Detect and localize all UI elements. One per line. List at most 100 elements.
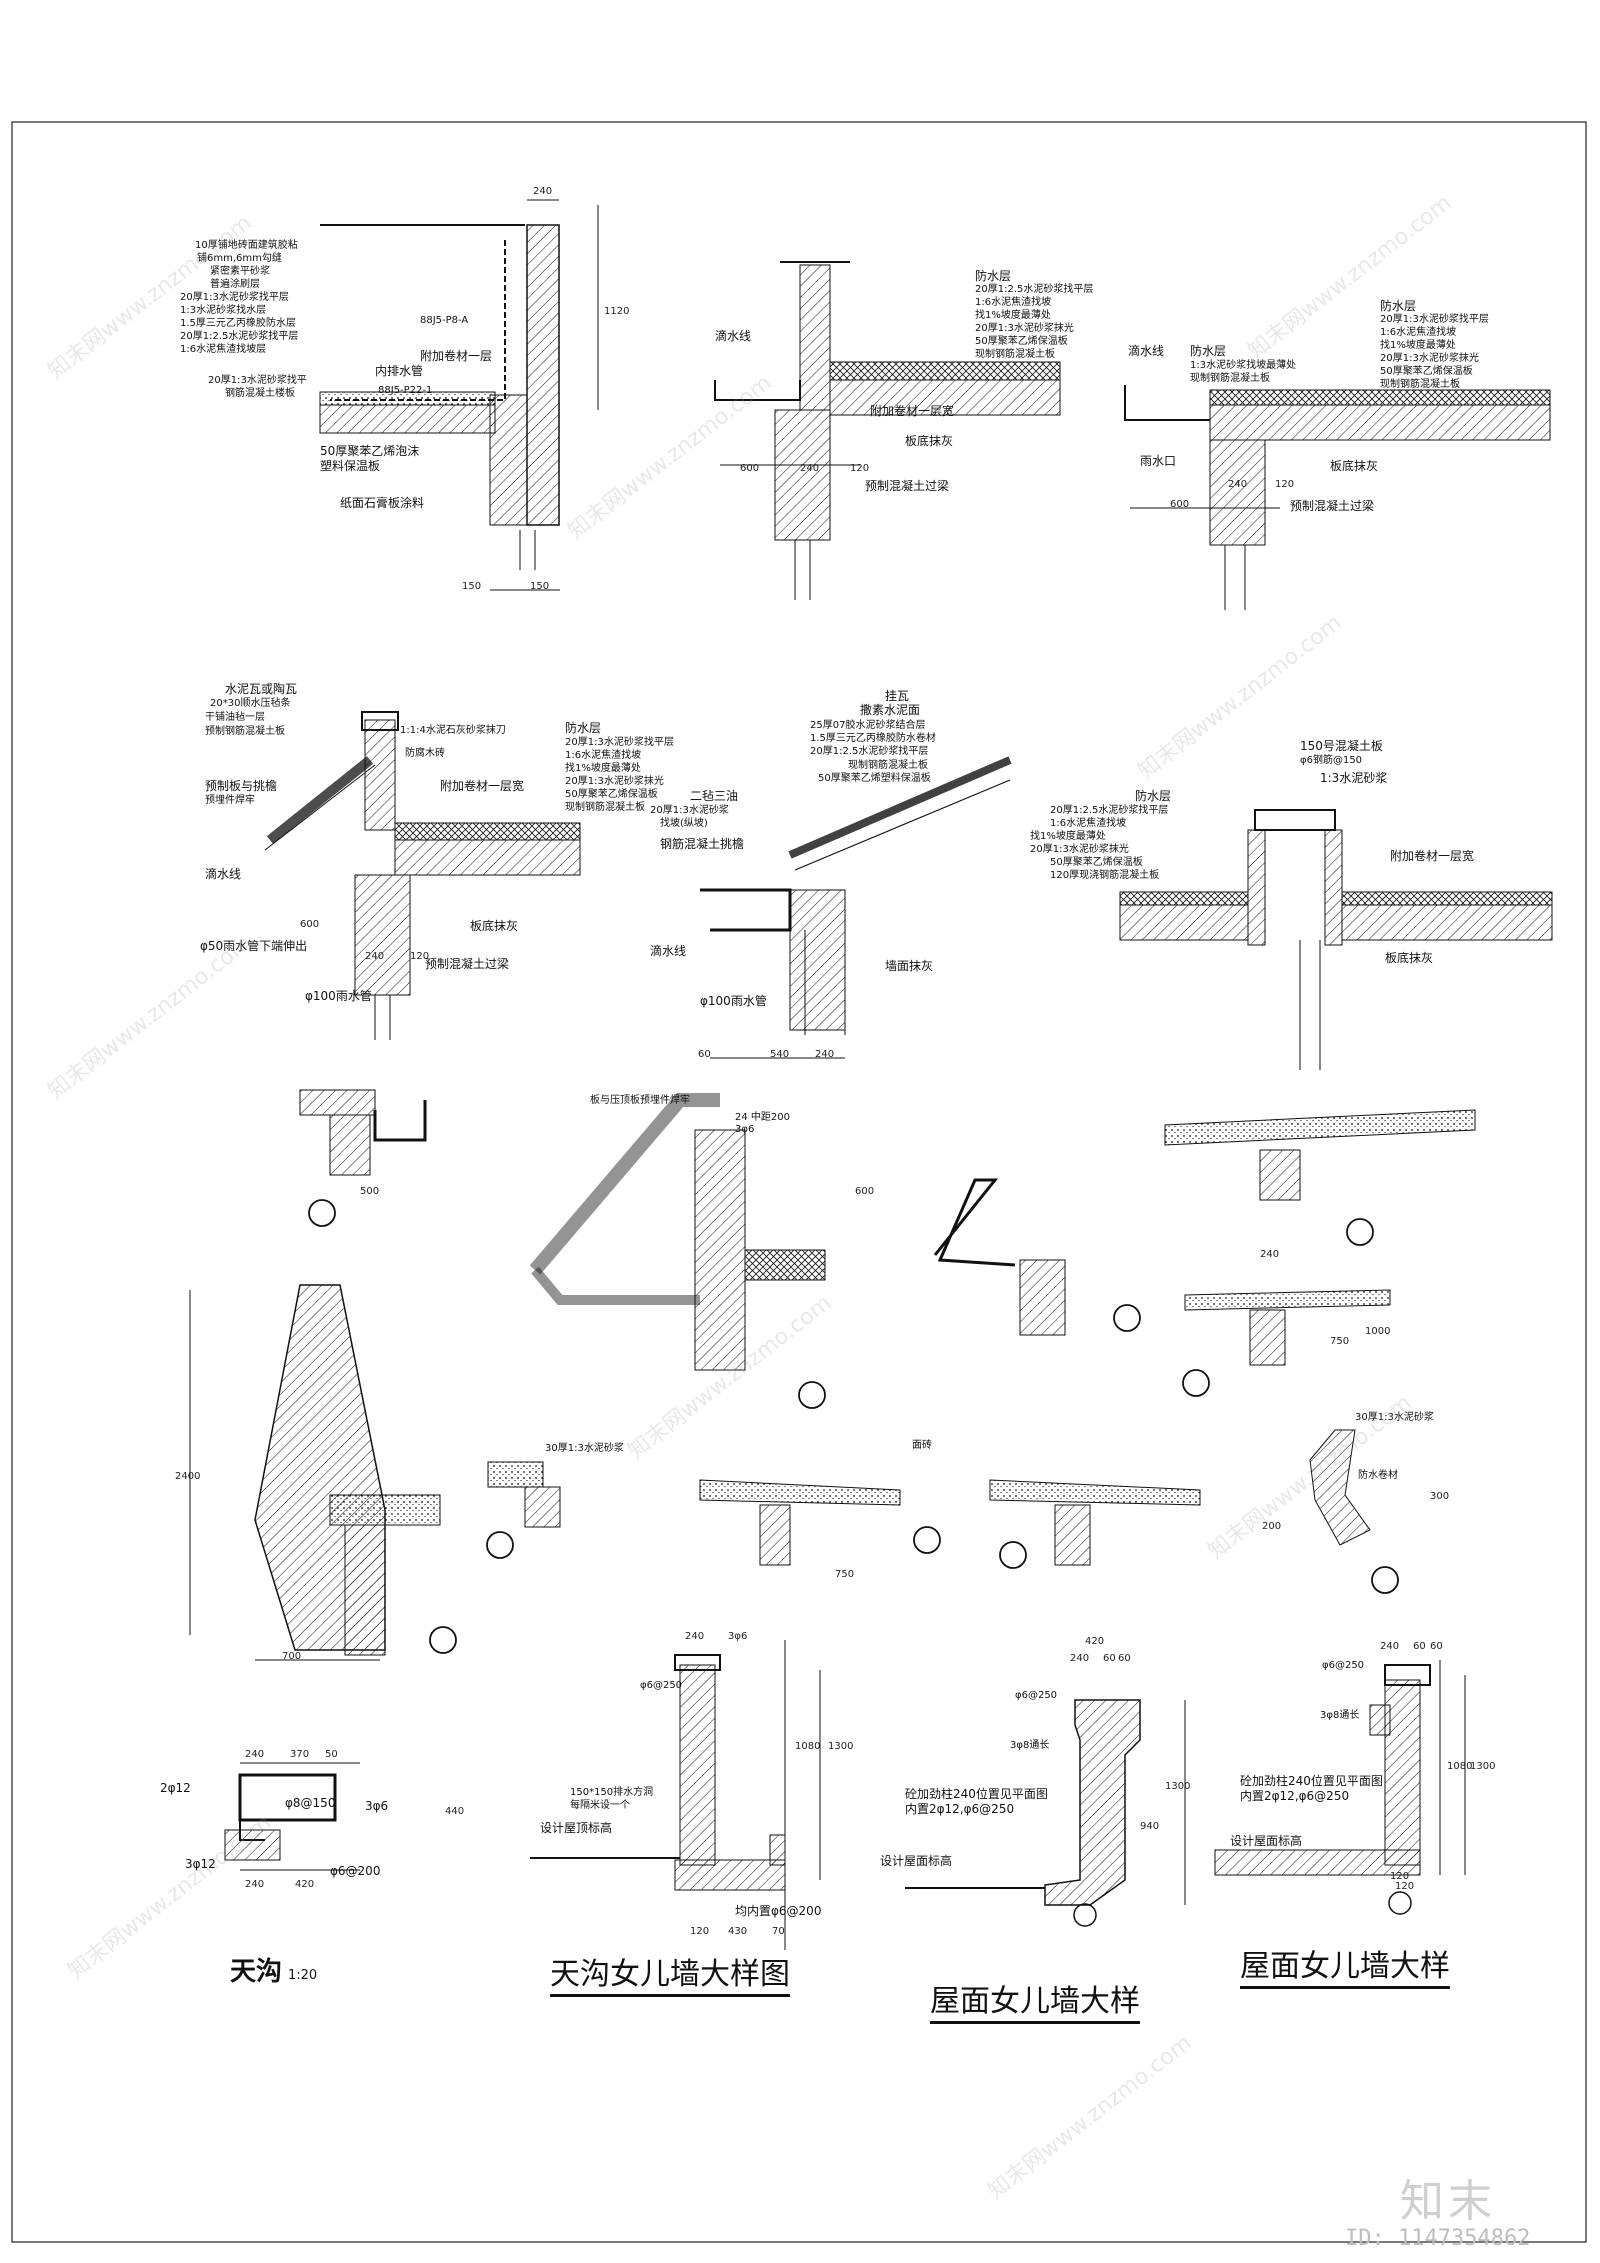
label: 1:3水泥砂浆找坡最薄处 xyxy=(1190,360,1297,371)
label: 20厚1:3水泥砂浆找平层 xyxy=(565,737,674,748)
dimension: 240 xyxy=(533,186,553,197)
label: 附加卷材一层宽 xyxy=(1390,849,1475,863)
label: 内置2φ12,φ6@250 xyxy=(905,1802,1015,1816)
detail-4-sloped-eave xyxy=(264,711,581,1040)
title-gutter-parapet: 天沟女儿墙大样图 xyxy=(550,1958,790,1997)
dimension: 600 xyxy=(855,1186,875,1197)
label: 找1%坡度最薄处 xyxy=(565,763,641,774)
dimension: 50 xyxy=(325,1749,338,1760)
label: 预制混凝土过梁 xyxy=(425,957,510,971)
label: 30厚1:3水泥砂浆 xyxy=(1355,1412,1434,1423)
dimension: 240 xyxy=(1228,479,1248,490)
label: 3φ8通长 xyxy=(1010,1740,1050,1751)
label: 干铺油毡一层 xyxy=(205,712,265,723)
label: 20厚1:3水泥砂浆 xyxy=(650,805,729,816)
label: 防水层 xyxy=(975,269,1012,283)
title-roof-parapet-1: 屋面女儿墙大样 xyxy=(930,1985,1140,2024)
dimension: 540 xyxy=(770,1049,790,1060)
label: 1:6水泥焦渣找坡 xyxy=(565,750,642,761)
label: 防水层 xyxy=(565,721,602,735)
dimension: 430 xyxy=(728,1926,748,1937)
dimension: 240 xyxy=(1260,1249,1280,1260)
dimension: 120 xyxy=(410,951,430,962)
label: 设计屋面标高 xyxy=(880,1854,953,1868)
detail-mid-gutter-small-1 xyxy=(299,1089,427,1227)
label: 20厚1:3水泥砂浆抹光 xyxy=(975,323,1074,334)
dimension: 600 xyxy=(300,919,320,930)
dimension: 1300 xyxy=(828,1741,854,1752)
dimension: 240 xyxy=(800,463,820,474)
label: 现制钢筋混凝土板 xyxy=(565,802,645,813)
label: 20*30顺水压毡条 xyxy=(210,698,291,709)
label: 滴水线 xyxy=(715,329,752,343)
dimension: 3φ6 xyxy=(728,1631,748,1642)
label: φ50雨水管下端伸出 xyxy=(200,939,308,953)
label: φ6@200 xyxy=(330,1864,381,1878)
label: 内置2φ12,φ6@250 xyxy=(1240,1789,1350,1803)
dimension: 60 xyxy=(698,1049,711,1060)
label: 均内置φ6@200 xyxy=(735,1904,822,1918)
label: 50厚聚苯乙烯保温板 xyxy=(1380,366,1473,377)
label: φ6@250 xyxy=(640,1680,683,1691)
label: 找坡(纵坡) xyxy=(660,818,708,829)
label: 附加卷材一层 xyxy=(420,349,493,363)
label: 塑料保温板 xyxy=(320,459,381,473)
label: 防水层 xyxy=(1135,789,1172,803)
label: 20厚1:2.5水泥砂浆找平层 xyxy=(1050,805,1169,816)
label: 30厚1:3水泥砂浆 xyxy=(545,1443,624,1454)
label: 3φ6 xyxy=(735,1124,755,1135)
label: 附加卷材一层宽 xyxy=(870,404,955,418)
label: 20厚1:2.5水泥砂浆找平层 xyxy=(975,284,1094,295)
label: 20厚1:2.5水泥砂浆找平层 xyxy=(180,331,299,342)
dimension: 500 xyxy=(360,1186,380,1197)
detail-mid-cornice-right xyxy=(1164,1109,1476,1397)
label: 二毡三油 xyxy=(690,789,739,803)
label: 紧密素平砂浆 xyxy=(210,266,270,277)
dimension: 420 xyxy=(1085,1636,1105,1647)
label: 3φ12 xyxy=(185,1857,216,1871)
label: φ6@250 xyxy=(1015,1690,1058,1701)
dimension: 440 xyxy=(445,1806,465,1817)
dimension: 240 xyxy=(1070,1653,1090,1664)
label: φ100雨水管 xyxy=(305,989,372,1003)
dimension: 240 xyxy=(365,951,385,962)
label: 墙面抹灰 xyxy=(885,959,934,973)
label: 20厚1:3水泥砂浆抹光 xyxy=(565,776,664,787)
label: 预埋件焊牢 xyxy=(205,795,255,806)
label: φ6@250 xyxy=(1322,1660,1365,1671)
detail-5-tile-roof-eave xyxy=(700,756,1012,1059)
dimension: 2400 xyxy=(175,1471,201,1482)
dimension: 240 xyxy=(685,1631,705,1642)
label: 3φ8通长 xyxy=(1320,1710,1360,1721)
label: 24 中距200 xyxy=(735,1112,790,1123)
label: 板底抹灰 xyxy=(1330,459,1379,473)
label: 150*150排水方洞 xyxy=(570,1787,654,1798)
dimension: 70 xyxy=(772,1926,785,1937)
dimension: 240 xyxy=(245,1749,265,1760)
label: 1:3水泥砂浆 xyxy=(1320,771,1388,785)
detail-mid-row3 xyxy=(486,1429,1399,1594)
label: 防水层 xyxy=(1380,299,1417,313)
label: 1:6水泥焦渣找坡层 xyxy=(180,344,267,355)
label: 1:3水泥砂浆找水层 xyxy=(180,305,267,316)
label: 铺6mm,6mm勾缝 xyxy=(197,253,282,264)
label: 防水卷材 xyxy=(1358,1470,1398,1481)
dimension: 420 xyxy=(295,1879,315,1890)
detail-roof-parapet-2 xyxy=(1214,1660,1466,1915)
label: 砼加劲柱240位置见平面图 xyxy=(1240,1774,1383,1788)
label: 20厚1:3水泥砂浆抹光 xyxy=(1380,353,1479,364)
dimension: 200 xyxy=(1262,1521,1282,1532)
label: φ8@150 xyxy=(285,1796,336,1810)
label: 钢筋混凝土挑檐 xyxy=(660,837,745,851)
detail-gutter-parapet xyxy=(530,1640,821,1950)
dimension: 240 xyxy=(1380,1641,1400,1652)
label: 1:1:4水泥石灰砂浆抹刀 xyxy=(400,725,506,736)
detail-mid-upturn xyxy=(933,1178,1141,1336)
dimension: 1300 xyxy=(1470,1761,1496,1772)
label: 88J5-P22-1 xyxy=(378,385,433,396)
label: 现制钢筋混凝土板 xyxy=(848,760,928,771)
title-roof-parapet-2: 屋面女儿墙大样 xyxy=(1240,1950,1450,1989)
label: 钢筋混凝土楼板 xyxy=(225,388,295,399)
dimension: 600 xyxy=(1170,499,1190,510)
